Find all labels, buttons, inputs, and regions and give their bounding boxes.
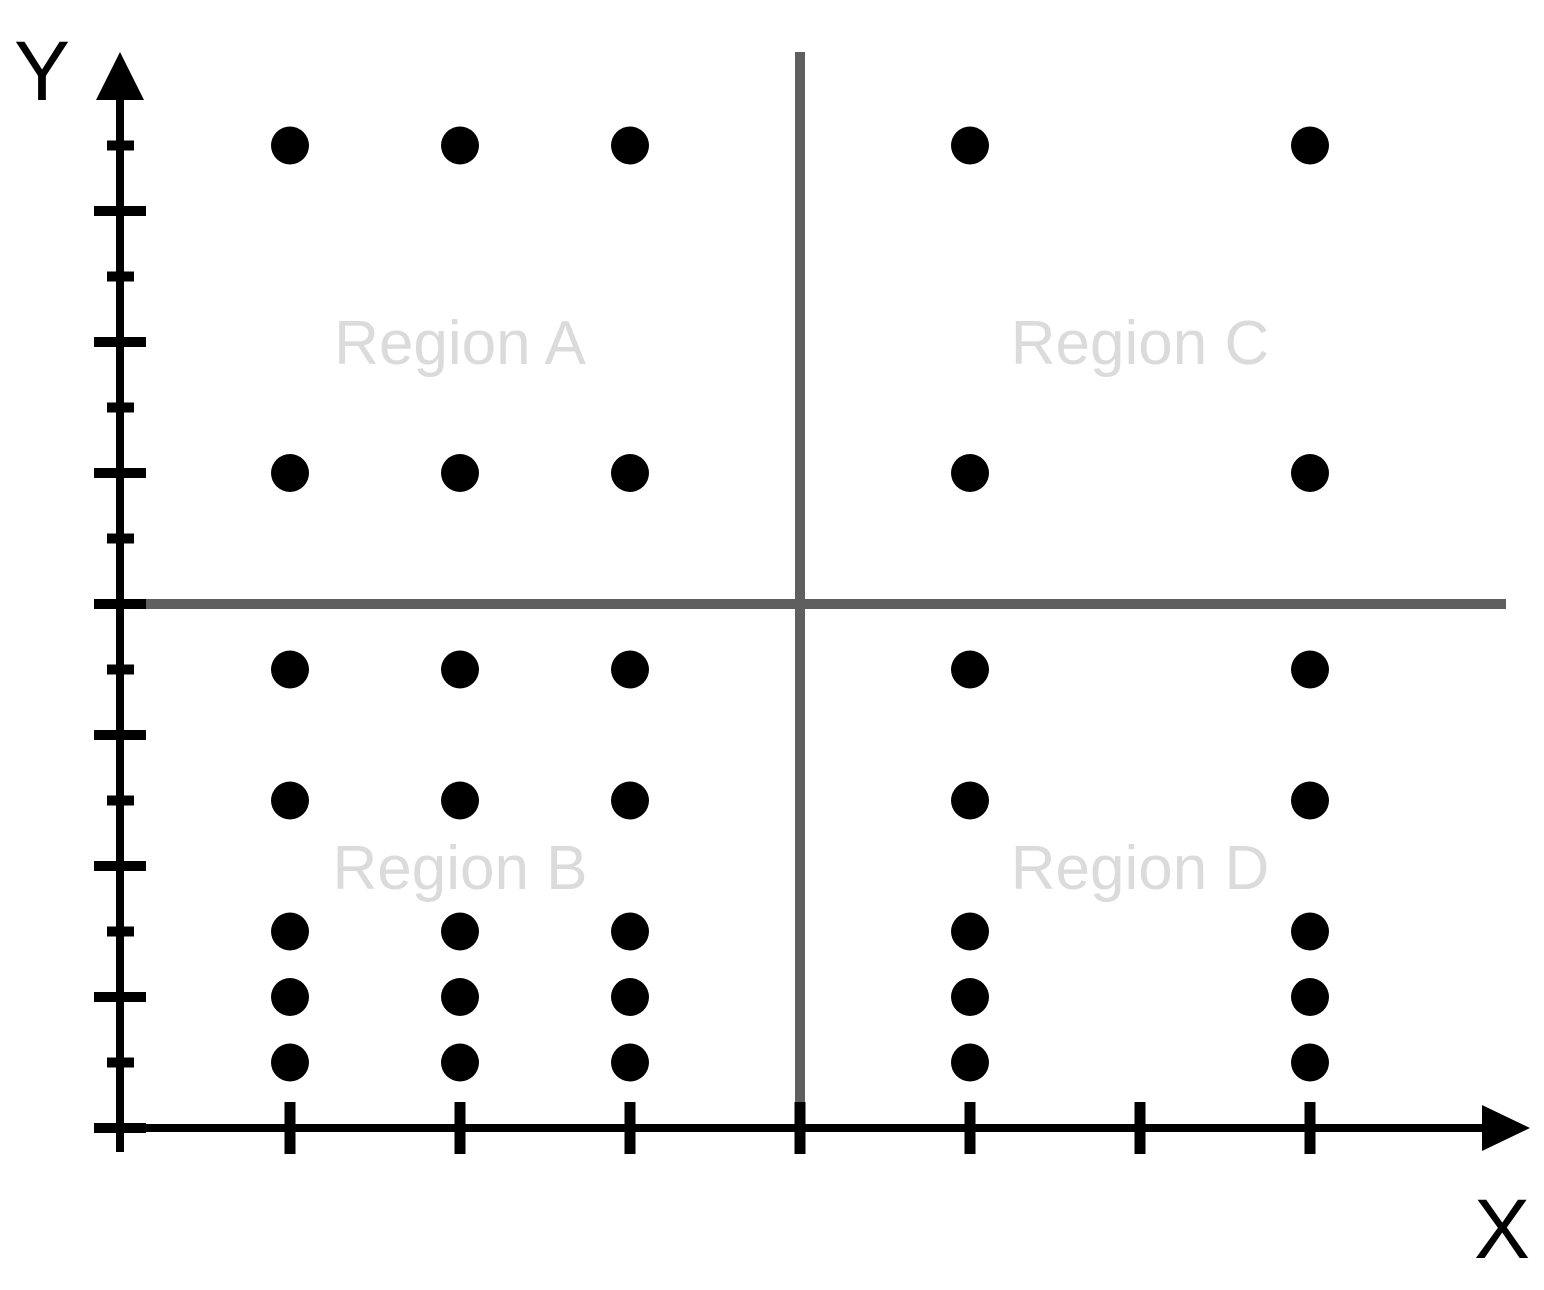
data-point bbox=[441, 1043, 479, 1082]
data-point bbox=[271, 454, 309, 492]
data-point bbox=[951, 126, 989, 165]
region-c-label: Region C bbox=[1011, 309, 1269, 378]
data-point bbox=[441, 126, 479, 165]
region-b-label: Region B bbox=[332, 834, 587, 903]
data-point bbox=[1291, 454, 1329, 492]
region-a-label: Region A bbox=[334, 309, 586, 378]
x-axis-label: X bbox=[1474, 1182, 1530, 1276]
data-point bbox=[611, 650, 649, 689]
data-point bbox=[951, 454, 989, 492]
data-point bbox=[271, 978, 309, 1016]
data-point bbox=[441, 978, 479, 1016]
data-point bbox=[441, 781, 479, 820]
data-point bbox=[271, 912, 309, 951]
data-point bbox=[271, 1043, 309, 1082]
data-point bbox=[611, 912, 649, 951]
data-points bbox=[271, 126, 1329, 1082]
data-point bbox=[611, 978, 649, 1016]
data-point bbox=[951, 650, 989, 689]
data-point bbox=[1291, 912, 1329, 951]
data-point bbox=[1291, 781, 1329, 820]
region-dividers bbox=[146, 52, 1506, 1128]
data-point bbox=[1291, 650, 1329, 689]
region-labels: Region A Region B Region C Region D bbox=[332, 309, 1269, 903]
data-point bbox=[611, 1043, 649, 1082]
data-point bbox=[951, 781, 989, 820]
axis-ticks bbox=[94, 140, 1316, 1154]
y-axis-arrowhead bbox=[96, 52, 144, 100]
region-d-label: Region D bbox=[1011, 834, 1269, 903]
x-axis-arrowhead bbox=[1482, 1105, 1530, 1151]
data-point bbox=[441, 454, 479, 492]
data-point bbox=[1291, 978, 1329, 1016]
data-point bbox=[271, 126, 309, 165]
data-point bbox=[951, 912, 989, 951]
data-point bbox=[951, 1043, 989, 1082]
data-point bbox=[271, 650, 309, 689]
data-point bbox=[441, 650, 479, 689]
axes bbox=[94, 52, 1530, 1152]
y-axis-label: Y bbox=[14, 24, 70, 118]
data-point bbox=[611, 126, 649, 165]
data-point bbox=[441, 912, 479, 951]
data-point bbox=[611, 781, 649, 820]
data-point bbox=[271, 781, 309, 820]
data-point bbox=[1291, 126, 1329, 165]
data-point bbox=[1291, 1043, 1329, 1082]
data-point bbox=[951, 978, 989, 1016]
data-point bbox=[611, 454, 649, 492]
